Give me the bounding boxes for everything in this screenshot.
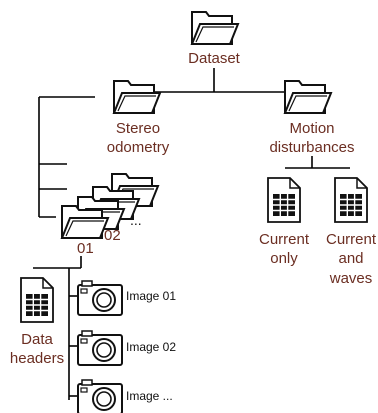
image-more-label: Image ... bbox=[126, 389, 173, 403]
sequence-01-label: 01 bbox=[77, 240, 94, 257]
motion-disturbances-node: Motion disturbances bbox=[269, 80, 355, 156]
spreadsheet-document-icon bbox=[267, 177, 301, 223]
sequence-more-label: ... bbox=[130, 212, 142, 228]
dataset-node: Dataset bbox=[188, 11, 241, 67]
data-headers-line2: headers bbox=[10, 350, 64, 367]
current-waves-line3: waves bbox=[329, 270, 373, 287]
dataset-label: Dataset bbox=[188, 50, 241, 67]
current-and-waves-node: Current and waves bbox=[326, 177, 377, 287]
current-only-line2: only bbox=[270, 250, 298, 267]
stereo-odometry-node: Stereo odometry bbox=[107, 80, 170, 156]
sequence-folders: ... 02 01 bbox=[61, 173, 159, 257]
image-01-node: Image 01 bbox=[77, 280, 176, 316]
camera-icon bbox=[77, 280, 123, 316]
data-headers-node: Data headers bbox=[10, 277, 64, 367]
camera-icon bbox=[77, 330, 123, 366]
stereo-label-line1: Stereo bbox=[116, 120, 160, 137]
folder-icon bbox=[61, 205, 109, 239]
sequence-02-label: 02 bbox=[104, 227, 121, 244]
camera-icon bbox=[77, 379, 123, 413]
folder-icon bbox=[284, 80, 332, 114]
image-01-label: Image 01 bbox=[126, 289, 176, 303]
spreadsheet-document-icon bbox=[20, 277, 54, 323]
current-only-line1: Current bbox=[259, 231, 310, 248]
current-waves-line2: and bbox=[338, 250, 363, 267]
motion-label-line2: disturbances bbox=[269, 139, 354, 156]
spreadsheet-document-icon bbox=[334, 177, 368, 223]
folder-icon bbox=[191, 11, 239, 45]
current-only-node: Current only bbox=[259, 177, 310, 267]
motion-label-line1: Motion bbox=[289, 120, 334, 137]
current-waves-line1: Current bbox=[326, 231, 377, 248]
folder-icon bbox=[113, 80, 161, 114]
data-headers-line1: Data bbox=[21, 331, 53, 348]
image-more-node: Image ... bbox=[77, 379, 173, 413]
stereo-label-line2: odometry bbox=[107, 139, 170, 156]
image-02-label: Image 02 bbox=[126, 340, 176, 354]
image-02-node: Image 02 bbox=[77, 330, 176, 366]
